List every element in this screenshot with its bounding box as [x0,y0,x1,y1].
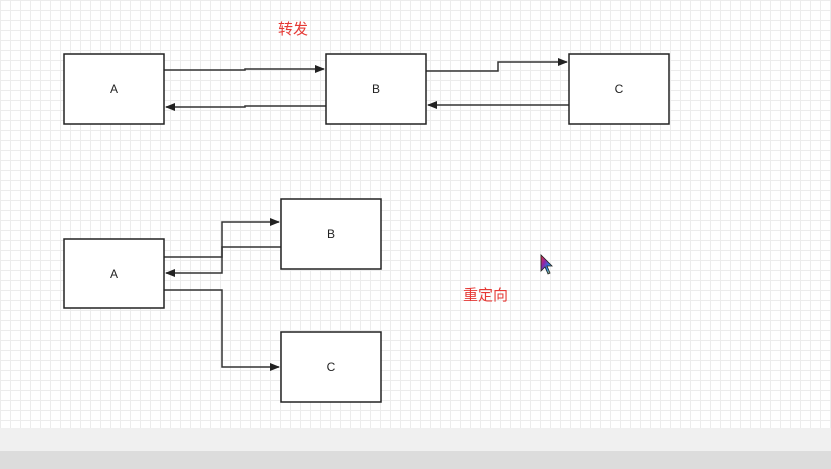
forward-node-b-box [325,53,427,125]
redirect-node-b-label: B [327,227,335,241]
edge-redirect-b-to-a[interactable] [165,246,281,277]
edge-redirect-a-to-c[interactable] [164,289,280,371]
redirect-diagram: A B C [63,198,382,403]
horizontal-scrollbar[interactable] [0,451,831,469]
redirect-node-c-label: C [327,360,336,374]
redirect-node-a-label: A [110,267,118,281]
diagram-canvas[interactable]: A B C A B [0,0,831,428]
forward-node-c-label: C [615,82,624,96]
redirect-node-b-box [280,198,382,270]
edge-forward-b-to-a[interactable] [165,103,326,111]
forward-annotation: 转发 [278,20,309,38]
redirect-node-a[interactable]: A [63,238,165,309]
forward-node-b[interactable]: B [325,53,427,125]
forward-diagram: A B C [63,53,670,125]
forward-node-a[interactable]: A [63,53,165,125]
edge-redirect-a-to-b[interactable] [164,218,280,258]
diagram-svg: A B C A B [63,53,670,403]
mouse-pointer-icon [540,254,553,275]
forward-node-a-label: A [110,82,118,96]
forward-node-c-box [568,53,670,125]
edge-forward-b-to-c[interactable] [426,58,568,72]
forward-node-a-box [63,53,165,125]
forward-node-c[interactable]: C [568,53,670,125]
redirect-node-c[interactable]: C [280,331,382,403]
redirect-annotation: 重定向 [463,286,509,304]
edge-forward-a-to-b[interactable] [164,65,325,73]
redirect-node-c-box [280,331,382,403]
redirect-node-b[interactable]: B [280,198,382,270]
redirect-node-a-box [63,238,165,309]
forward-node-b-label: B [372,82,380,96]
